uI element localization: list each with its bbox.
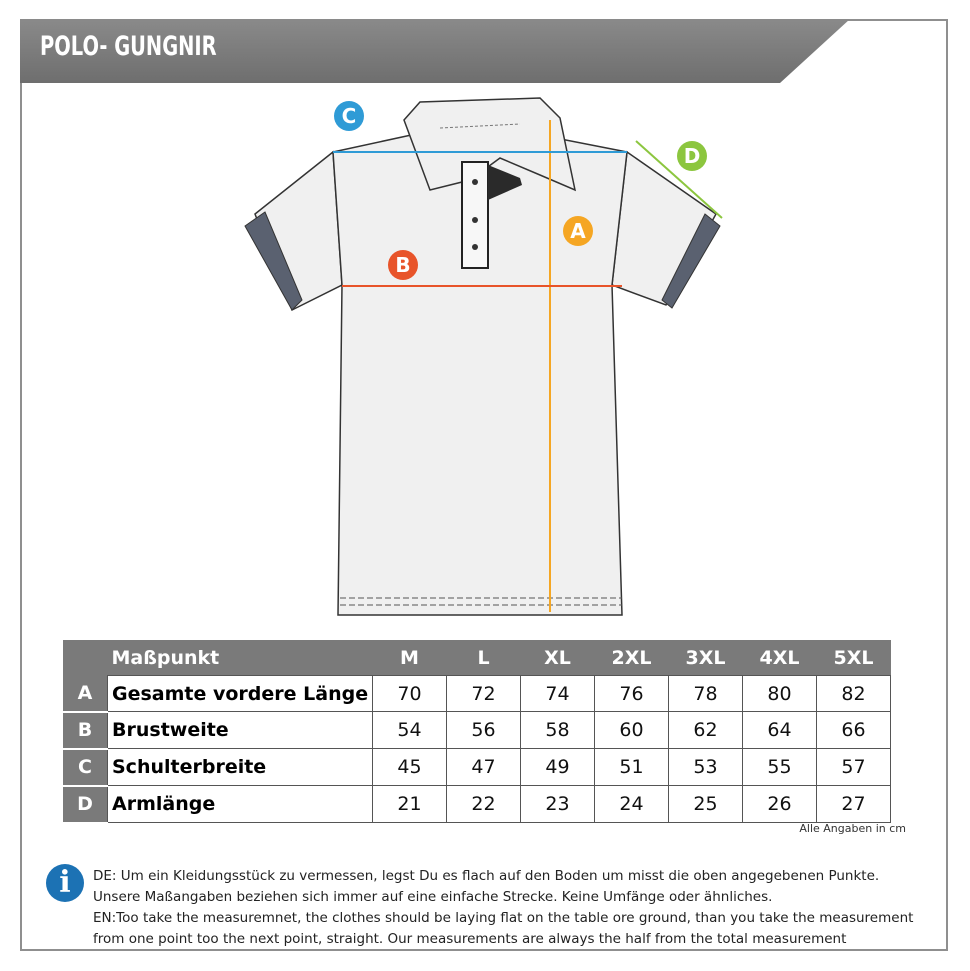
cell-value: 72	[446, 675, 521, 712]
instruction-line: DE: Um ein Kleidungsstück zu vermessen, …	[93, 868, 880, 884]
title-banner	[20, 19, 850, 83]
cell-value: 47	[446, 748, 521, 786]
marker-d: D	[677, 141, 707, 171]
cell-value: 56	[446, 711, 521, 749]
header-size: 4XL	[742, 640, 817, 676]
cell-value: 70	[372, 675, 447, 712]
row-letter: B	[63, 711, 108, 750]
header-size: L	[446, 640, 521, 676]
unit-note: Alle Angaben in cm	[799, 822, 906, 835]
instruction-line: Unsere Maßangaben beziehen sich immer au…	[93, 889, 773, 905]
header-size: M	[372, 640, 447, 676]
cell-value: 64	[742, 711, 817, 749]
cell-value: 58	[520, 711, 595, 749]
header-size: 2XL	[594, 640, 669, 676]
table-row: D Armlänge 21 22 23 24 25 26 27	[63, 785, 891, 824]
row-label: Gesamte vordere Länge	[107, 675, 373, 712]
cell-value: 51	[594, 748, 669, 786]
cell-value: 74	[520, 675, 595, 712]
table-row: B Brustweite 54 56 58 60 62 64 66	[63, 711, 891, 750]
marker-c: C	[334, 101, 364, 131]
cell-value: 23	[520, 785, 595, 823]
row-label: Schulterbreite	[107, 748, 373, 786]
header-size: 3XL	[668, 640, 743, 676]
measurement-instructions: DE: Um ein Kleidungsstück zu vermessen, …	[93, 866, 943, 950]
polo-shirt-illustration	[244, 97, 723, 616]
instruction-line: from one point too the next point, strai…	[93, 931, 847, 947]
cell-value: 66	[816, 711, 891, 749]
cell-value: 26	[742, 785, 817, 823]
cell-value: 82	[816, 675, 891, 712]
table-row: C Schulterbreite 45 47 49 51 53 55 57	[63, 748, 891, 787]
cell-value: 54	[372, 711, 447, 749]
instruction-line: EN:Too take the measuremnet, the clothes…	[93, 910, 914, 926]
size-table: Maßpunkt M L XL 2XL 3XL 4XL 5XL A Gesamt…	[63, 640, 891, 824]
marker-b: B	[388, 250, 418, 280]
cell-value: 21	[372, 785, 447, 823]
cell-value: 25	[668, 785, 743, 823]
cell-value: 55	[742, 748, 817, 786]
size-table-header: Maßpunkt M L XL 2XL 3XL 4XL 5XL	[63, 640, 891, 676]
row-label: Brustweite	[107, 711, 373, 749]
row-letter: A	[63, 675, 108, 713]
info-icon: i	[46, 864, 84, 902]
cell-value: 80	[742, 675, 817, 712]
cell-value: 53	[668, 748, 743, 786]
header-size: XL	[520, 640, 595, 676]
header-letter-cell	[63, 640, 108, 676]
marker-a: A	[563, 216, 593, 246]
row-label: Armlänge	[107, 785, 373, 823]
cell-value: 78	[668, 675, 743, 712]
header-size: 5XL	[816, 640, 891, 676]
page-title: POLO- GUNGNIR	[40, 31, 217, 62]
cell-value: 27	[816, 785, 891, 823]
cell-value: 62	[668, 711, 743, 749]
cell-value: 24	[594, 785, 669, 823]
row-letter: C	[63, 748, 108, 787]
cell-value: 22	[446, 785, 521, 823]
cell-value: 76	[594, 675, 669, 712]
cell-value: 57	[816, 748, 891, 786]
header-measure-point: Maßpunkt	[107, 640, 373, 676]
table-row: A Gesamte vordere Länge 70 72 74 76 78 8…	[63, 675, 891, 713]
cell-value: 49	[520, 748, 595, 786]
row-letter: D	[63, 785, 108, 824]
cell-value: 45	[372, 748, 447, 786]
cell-value: 60	[594, 711, 669, 749]
